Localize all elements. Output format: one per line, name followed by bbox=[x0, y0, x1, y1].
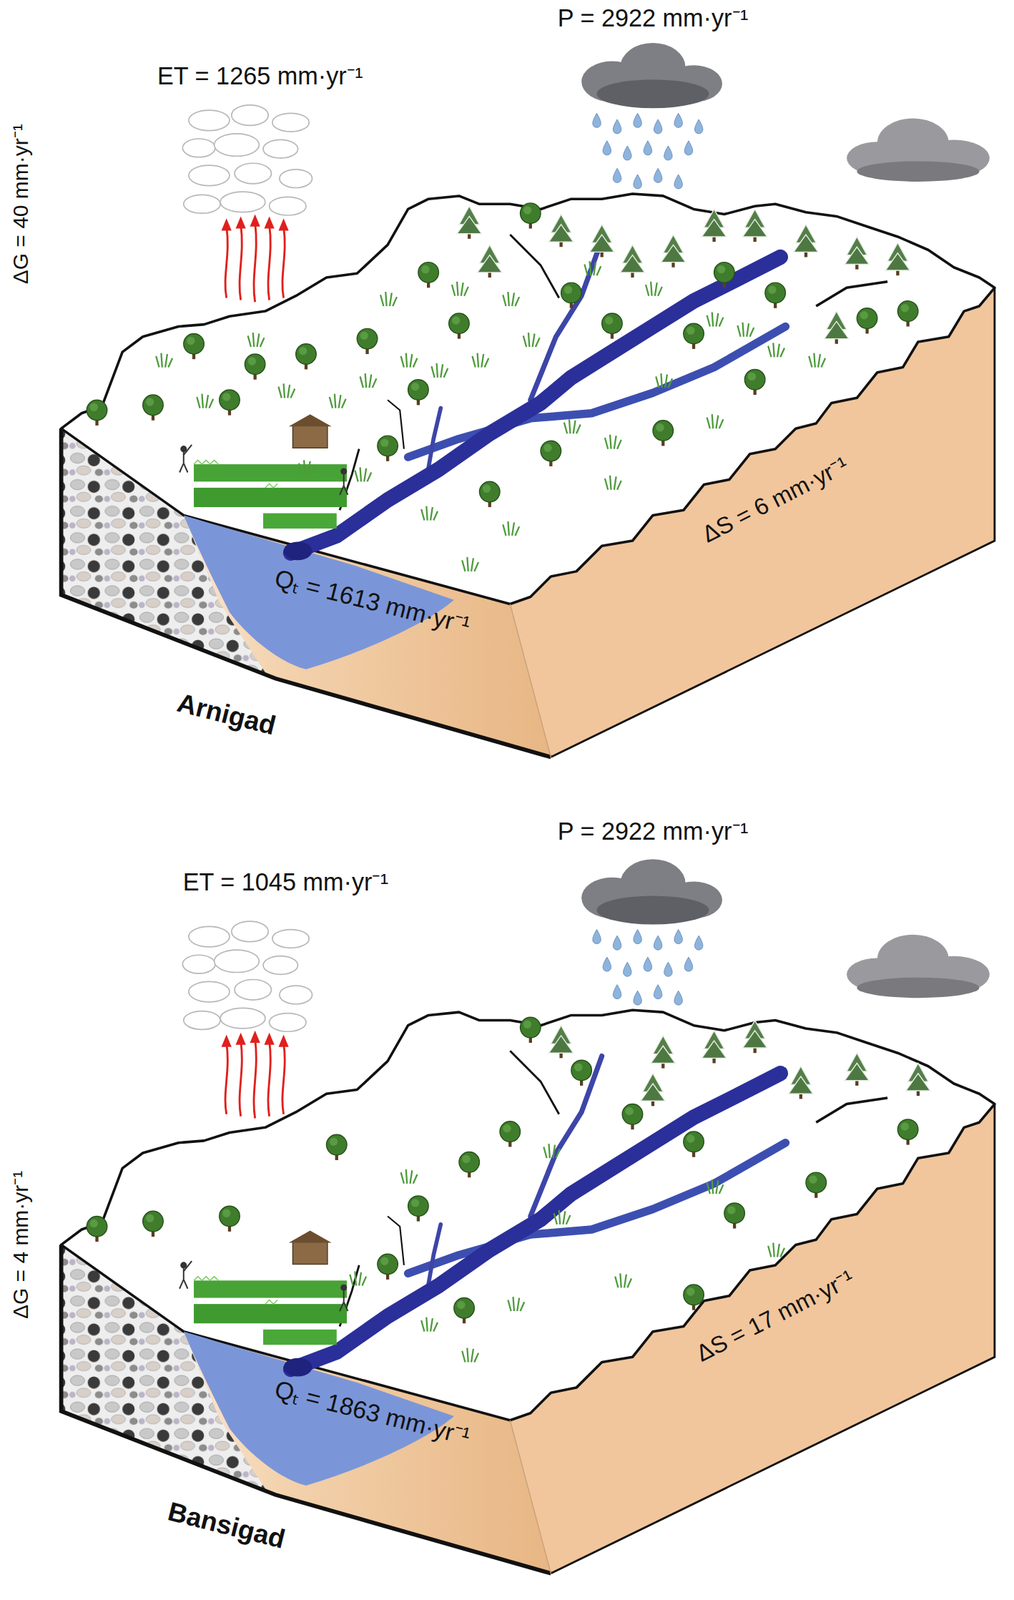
catchment-name: Bansigad bbox=[165, 1496, 289, 1554]
flux-label: P = 2922 mm·yr⁻¹ bbox=[557, 5, 749, 33]
flux-label: P = 2922 mm·yr⁻¹ bbox=[557, 818, 749, 846]
flux-label: ET = 1045 mm·yr⁻¹ bbox=[183, 868, 390, 897]
flux-label: ΔG = 4 mm·yr⁻¹ bbox=[8, 1170, 33, 1319]
flux-label: ΔG = 40 mm·yr⁻¹ bbox=[8, 123, 33, 284]
flux-label: ET = 1265 mm·yr⁻¹ bbox=[157, 62, 364, 91]
catchment-name: Arnigad bbox=[174, 687, 279, 741]
forest-1 bbox=[86, 203, 919, 572]
